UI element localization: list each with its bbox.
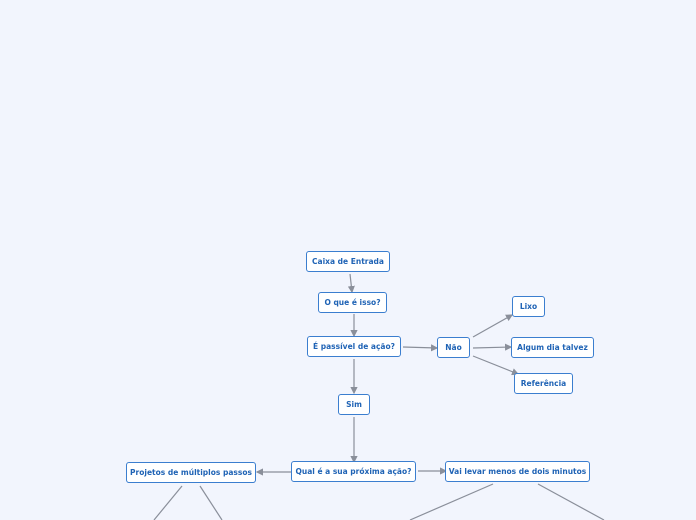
node-actionable[interactable]: É passível de ação? <box>307 336 401 357</box>
node-reference[interactable]: Referência <box>514 373 573 394</box>
node-yes[interactable]: Sim <box>338 394 370 415</box>
edge-no-reference <box>472 355 520 376</box>
node-no[interactable]: Não <box>437 337 470 358</box>
node-two-minutes[interactable]: Vai levar menos de dois minutos <box>445 461 590 482</box>
node-someday[interactable]: Algum dia talvez <box>511 337 594 358</box>
node-trash[interactable]: Lixo <box>512 296 545 317</box>
node-inbox[interactable]: Caixa de Entrada <box>306 251 390 272</box>
edge-projects-right <box>199 485 223 520</box>
edge-actionable-no <box>402 344 439 352</box>
edge-projects-left <box>153 485 183 520</box>
edge-no-trash <box>472 314 514 338</box>
node-multistep-projects[interactable]: Projetos de múltiplos passos <box>126 462 256 483</box>
node-what-is-it[interactable]: O que é isso? <box>318 292 387 313</box>
node-next-action[interactable]: Qual é a sua próxima ação? <box>291 461 416 482</box>
edge-no-someday <box>472 343 513 351</box>
edge-inbox-what <box>347 273 355 294</box>
edge-twominutes-left <box>409 483 494 520</box>
edge-twominutes-right <box>537 483 605 520</box>
